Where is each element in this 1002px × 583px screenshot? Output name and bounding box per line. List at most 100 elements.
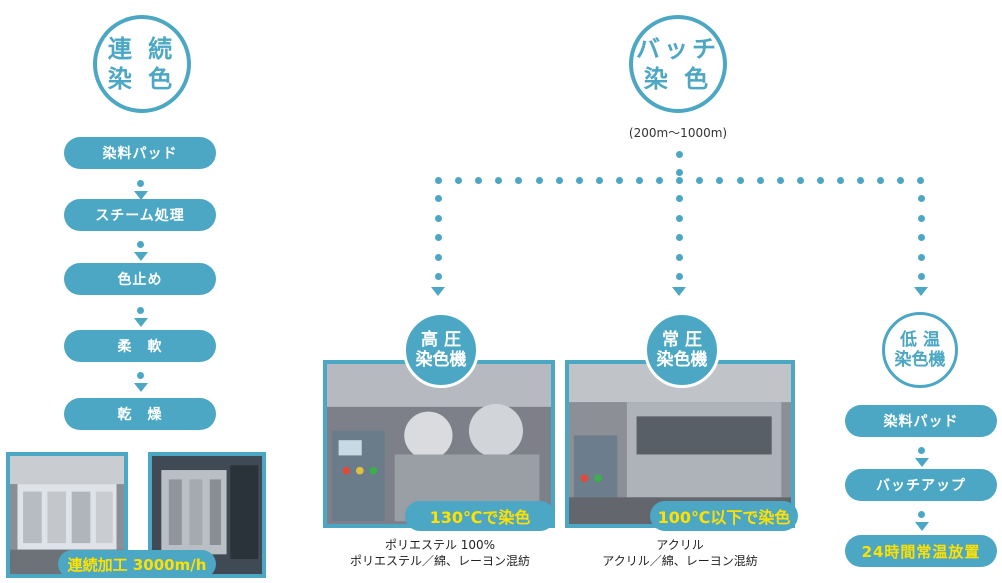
continuous-photo-label-text: 連続加工 3000m/h: [67, 555, 207, 574]
continuous-photo-label: 連続加工 3000m/h: [58, 550, 216, 578]
flow-arrow-icon: [134, 191, 148, 200]
normal-pressure-caption: アクリル アクリル／綿、レーヨン混紡: [560, 537, 800, 569]
normal-pressure-caption-line1: アクリル: [656, 538, 704, 552]
continuous-title-line1: 連 続: [107, 35, 177, 63]
connector-dot: [555, 177, 563, 184]
high-pressure-badge-text: 130℃で染色: [429, 508, 531, 527]
flow-arrow-icon: [915, 458, 929, 467]
flow-dot: [918, 447, 925, 454]
continuous-step-label: 染料パッド: [102, 146, 178, 162]
flow-arrow-icon: [134, 318, 148, 327]
high-pressure-title-line2: 染色機: [415, 350, 467, 370]
connector-dot: [455, 177, 463, 184]
flow-dot: [137, 372, 144, 379]
connector-dot: [897, 177, 905, 184]
connector-dot: [615, 177, 623, 184]
high-pressure-caption-line1: ポリエステル 100%: [384, 538, 496, 552]
connector-dot: [475, 177, 483, 184]
connector-dot: [696, 177, 704, 184]
connector-dot: [716, 177, 724, 184]
continuous-step-softening: 柔 軟: [64, 330, 216, 362]
low-temp-step-dye-pad: 染料パッド: [845, 405, 997, 437]
batch-range-note: (200m～1000m): [628, 126, 728, 140]
low-temp-step-label: 24時間常温放置: [861, 542, 981, 561]
low-temp-title-line2: 染色機: [894, 350, 946, 370]
continuous-step-steam: スチーム処理: [64, 199, 216, 231]
connector-dot: [676, 151, 683, 158]
connector-dot: [656, 177, 664, 184]
high-pressure-title-line1: 高 圧: [421, 329, 461, 350]
continuous-machine-photo-2: [148, 452, 266, 578]
batch-title-line1: バッチ: [636, 35, 720, 63]
flow-dot: [137, 241, 144, 248]
flow-arrow-icon: [134, 383, 148, 392]
low-temp-step-batch-up: バッチアップ: [845, 469, 997, 501]
connector-dot: [495, 177, 503, 184]
connector-dot: [676, 195, 683, 202]
continuous-step-dye-pad: 染料パッド: [64, 137, 216, 169]
normal-pressure-badge: 100℃以下で染色: [650, 501, 798, 531]
connector-dot: [756, 177, 764, 184]
high-pressure-machine-photo: [323, 360, 555, 528]
continuous-dyeing-circle: 連 続 染 色: [93, 15, 191, 113]
high-pressure-caption: ポリエステル 100% ポリエステル／綿、レーヨン混紡: [305, 537, 575, 569]
connector-dot: [776, 177, 784, 184]
connector-dot: [435, 214, 442, 222]
low-temp-step-label: バッチアップ: [876, 478, 966, 494]
flow-arrow-icon: [914, 287, 928, 296]
connector-dot: [918, 195, 925, 202]
flow-arrow-icon: [672, 287, 686, 296]
low-temp-step-label: 染料パッド: [883, 414, 959, 430]
batch-dyeing-circle: バッチ 染 色: [629, 15, 727, 113]
normal-pressure-caption-line2: アクリル／綿、レーヨン混紡: [602, 554, 758, 569]
connector-dot: [435, 273, 442, 280]
connector-dot: [837, 177, 844, 184]
flow-arrow-icon: [134, 252, 148, 261]
flow-arrow-icon: [915, 522, 929, 531]
connector-dot: [857, 177, 865, 184]
high-pressure-circle: 高 圧 染色機: [403, 312, 479, 388]
connector-dot: [515, 177, 523, 184]
high-pressure-badge: 130℃で染色: [405, 501, 555, 531]
connector-dot: [917, 177, 925, 184]
connector-dot: [676, 234, 683, 241]
connector-dot: [676, 169, 683, 176]
connector-dot: [816, 177, 824, 184]
connector-dot: [435, 234, 442, 241]
continuous-step-label: 色止め: [117, 272, 163, 288]
connector-dot: [676, 273, 683, 280]
flow-dot: [137, 307, 144, 314]
connector-dot: [736, 177, 744, 184]
connector-dot: [435, 177, 442, 184]
connector-dot: [575, 177, 583, 184]
normal-pressure-title-line1: 常 圧: [662, 329, 702, 350]
high-pressure-caption-line2: ポリエステル／綿、レーヨン混紡: [349, 554, 530, 569]
low-temp-title-line1: 低 温: [900, 329, 940, 350]
connector-dot: [918, 273, 925, 280]
connector-dot: [918, 234, 925, 241]
connector-dot: [535, 177, 543, 184]
continuous-step-fixing: 色止め: [64, 263, 216, 295]
connector-dot: [918, 214, 925, 222]
connector-dot: [595, 177, 603, 184]
low-temp-circle: 低 温 染色機: [882, 312, 958, 388]
normal-pressure-badge-text: 100℃以下で染色: [657, 508, 791, 527]
continuous-step-label: 柔 軟: [117, 339, 163, 355]
flow-arrow-icon: [431, 287, 445, 296]
connector-dot: [676, 177, 684, 184]
continuous-step-label: スチーム処理: [95, 208, 185, 224]
flow-dot: [918, 511, 925, 518]
connector-dot: [796, 177, 804, 184]
continuous-step-label: 乾 燥: [117, 407, 163, 423]
connector-dot: [918, 253, 925, 261]
batch-title-line2: 染 色: [643, 65, 713, 93]
continuous-title-line2: 染 色: [107, 65, 177, 93]
connector-dot: [877, 177, 885, 184]
connector-dot: [676, 253, 683, 261]
flow-dot: [137, 180, 144, 187]
connector-dot: [636, 177, 643, 184]
normal-pressure-title-line2: 染色機: [656, 350, 708, 370]
normal-pressure-circle: 常 圧 染色機: [644, 312, 720, 388]
connector-dot: [676, 214, 683, 222]
low-temp-step-rest: 24時間常温放置: [845, 535, 997, 567]
